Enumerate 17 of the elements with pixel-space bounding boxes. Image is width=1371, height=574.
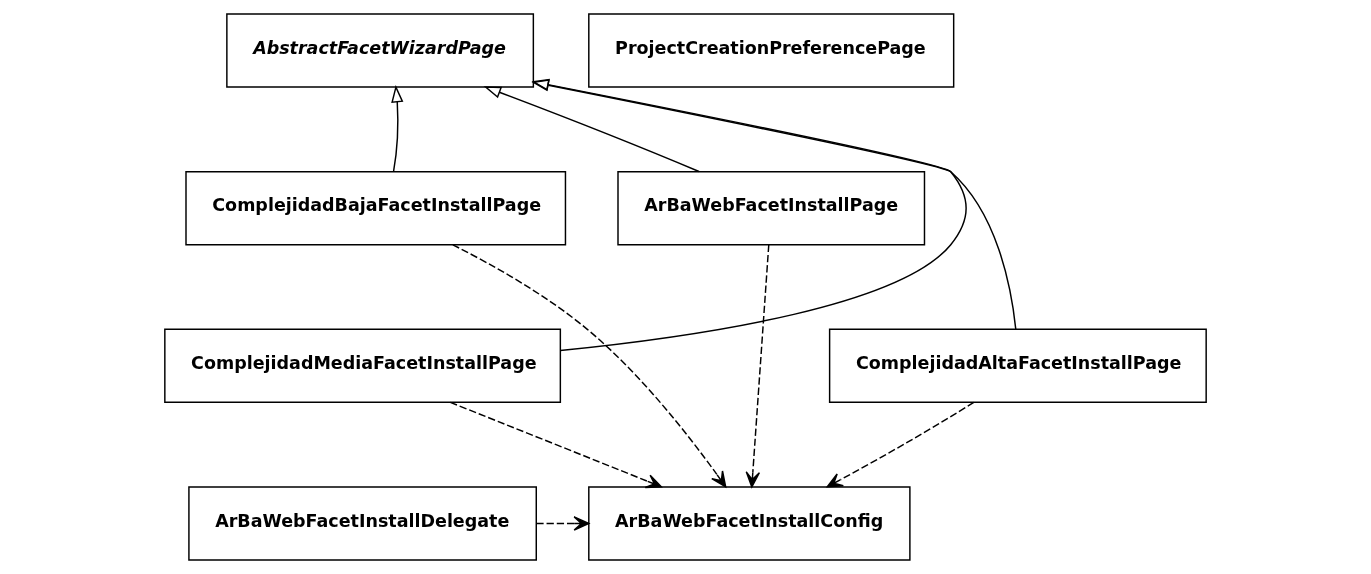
arrow [531, 78, 967, 352]
node-box: ComplejidadAltaFacetInstallPage [828, 328, 1207, 404]
arrow [483, 86, 700, 173]
arrow [826, 401, 975, 488]
arrow [531, 79, 1017, 330]
node-box: ArBaWebFacetInstallConfig [588, 486, 911, 561]
arrow [452, 244, 727, 488]
node-box: AbstractFacetWizardPage [226, 13, 535, 88]
node-box: ComplejidadMediaFacetInstallPage [164, 328, 562, 404]
arrow [449, 401, 662, 489]
arrow [391, 84, 404, 172]
node-box: ComplejidadBajaFacetInstallPage [185, 170, 567, 246]
node-box: ArBaWebFacetInstallDelegate [188, 486, 537, 561]
arrow [745, 244, 770, 488]
node-box: ArBaWebFacetInstallPage [617, 170, 926, 246]
node-box: ProjectCreationPreferencePage [588, 13, 955, 88]
arrow [535, 516, 590, 531]
